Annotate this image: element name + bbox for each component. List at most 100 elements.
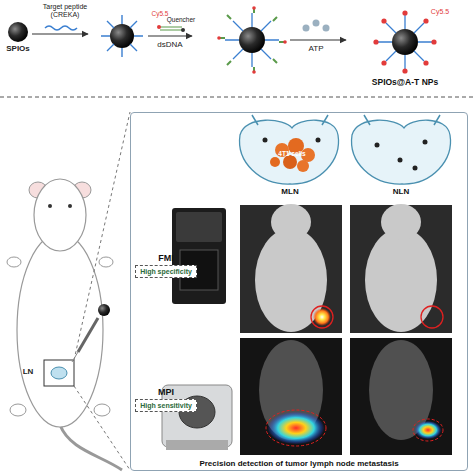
lymph-node-inset bbox=[44, 112, 130, 470]
synthesis-arrow bbox=[32, 34, 346, 40]
mpi-image-part bbox=[350, 338, 452, 455]
fmi-image-part bbox=[271, 204, 311, 240]
mouse-drawing-part bbox=[68, 204, 72, 208]
fmi-image-part bbox=[381, 204, 421, 240]
mpi-image bbox=[240, 338, 452, 455]
lymph-node-inset-part bbox=[74, 112, 130, 360]
figure-label: LN bbox=[18, 368, 38, 377]
section-divider bbox=[0, 97, 474, 98]
lymph-node-inset-part bbox=[44, 360, 74, 386]
nanoparticles-part bbox=[423, 140, 428, 145]
peptide-sphere-part bbox=[101, 15, 143, 57]
dsdna-sphere bbox=[217, 6, 287, 74]
activated-sphere-part bbox=[402, 10, 407, 15]
synthesis-arrow-part bbox=[290, 39, 346, 40]
figure-label: Target peptide (CREKA) bbox=[34, 3, 96, 18]
feature-tag: High sensitivity bbox=[135, 399, 197, 412]
nanoparticles-part bbox=[398, 158, 403, 163]
nanoparticles-part bbox=[375, 143, 380, 148]
nanoparticles-part bbox=[263, 138, 268, 143]
tumor-cells-part bbox=[270, 157, 280, 167]
syringe bbox=[72, 304, 110, 362]
nanoparticles-part bbox=[413, 166, 418, 171]
figure-label: MLN bbox=[275, 188, 305, 197]
figure-label: SPIOs@A-T NPs bbox=[360, 78, 450, 87]
syringe-part bbox=[72, 352, 78, 362]
mpi-image-part bbox=[413, 419, 443, 441]
peptide-symbol-part bbox=[45, 26, 77, 30]
tumor-cells-part bbox=[283, 155, 297, 169]
fmi-instrument-part bbox=[176, 212, 222, 242]
atp-molecules-part bbox=[303, 25, 310, 32]
modality-tag: MPI High sensitivity bbox=[135, 387, 197, 421]
dsdna-symbol-part bbox=[157, 25, 161, 29]
synthesis-arrow-part bbox=[32, 33, 88, 34]
tumor-cells bbox=[270, 138, 315, 172]
syringe-part bbox=[98, 304, 110, 316]
figure-label: ATP bbox=[301, 45, 331, 54]
fmi-image-part bbox=[313, 308, 331, 326]
fmi-instrument-part bbox=[172, 208, 226, 304]
mouse-drawing-part bbox=[99, 257, 113, 267]
mpi-image-part bbox=[240, 338, 342, 455]
fmi-image-part bbox=[421, 306, 443, 328]
activated-sphere-part bbox=[381, 18, 386, 23]
dsdna-sphere-part bbox=[225, 13, 279, 67]
lymph-node-inset-part bbox=[51, 367, 67, 379]
mpi-image-part bbox=[268, 412, 324, 444]
figure-label: NLN bbox=[386, 188, 416, 197]
activated-sphere-part bbox=[373, 39, 378, 44]
activated-sphere bbox=[373, 10, 436, 73]
imaging-panel: Precision detection of tumor lymph node … bbox=[130, 112, 468, 471]
mouse-drawing-part bbox=[60, 425, 122, 470]
nanoparticles-part bbox=[316, 138, 321, 143]
figure-label: Cy5.5 bbox=[425, 8, 455, 16]
dsdna-sphere-part bbox=[283, 40, 287, 44]
peptide-symbol bbox=[45, 26, 77, 30]
spio-sphere bbox=[8, 22, 28, 42]
dsdna-sphere-part bbox=[217, 36, 221, 40]
dsdna-symbol-part bbox=[181, 28, 185, 32]
section-divider-part bbox=[0, 97, 474, 98]
dsdna-sphere-part bbox=[252, 70, 256, 74]
figure-label: 4T1 cells bbox=[272, 150, 312, 157]
dsdna-symbol bbox=[157, 25, 185, 32]
synthesis-arrow-part bbox=[148, 35, 192, 36]
mouse-drawing-part bbox=[94, 404, 110, 416]
syringe-part bbox=[78, 318, 98, 352]
feature-tag: High specificity bbox=[135, 265, 197, 278]
lymph-node-drawing-part bbox=[352, 120, 451, 184]
activated-sphere-part bbox=[402, 68, 407, 73]
peptide-sphere bbox=[101, 15, 143, 57]
atp-molecules-part bbox=[323, 25, 330, 32]
fmi-image-part bbox=[350, 205, 452, 333]
modality-tag: FMIHigh specificity bbox=[135, 253, 197, 287]
lymph-node-drawing bbox=[240, 115, 451, 184]
mouse-drawing-part bbox=[7, 257, 21, 267]
spio-sphere-part bbox=[8, 22, 28, 42]
modality-name: MPI bbox=[135, 387, 197, 397]
lymph-node-drawing-part bbox=[252, 115, 440, 125]
activated-sphere-part bbox=[423, 18, 428, 23]
nanoparticles bbox=[263, 138, 428, 171]
activated-sphere-part bbox=[431, 39, 436, 44]
mouse-drawing-part bbox=[48, 204, 52, 208]
mouse-drawing-part bbox=[10, 404, 26, 416]
mouse-drawing-part bbox=[34, 179, 86, 251]
activated-sphere-part bbox=[423, 60, 428, 65]
mpi-image-part bbox=[266, 410, 326, 446]
fmi-image-part bbox=[365, 228, 437, 332]
activated-sphere-part bbox=[381, 60, 386, 65]
mpi-image-part bbox=[415, 421, 441, 439]
atp-molecules-part bbox=[313, 20, 320, 27]
dsdna-sphere-part bbox=[219, 8, 285, 72]
atp-molecules bbox=[303, 20, 330, 32]
dsdna-symbol-part bbox=[160, 27, 182, 30]
figure-label: Quencher bbox=[161, 16, 201, 23]
fmi-image bbox=[240, 204, 452, 333]
fmi-instrument bbox=[172, 208, 226, 304]
activated-sphere-part bbox=[378, 15, 432, 69]
lymph-node-inset-part bbox=[74, 386, 130, 470]
